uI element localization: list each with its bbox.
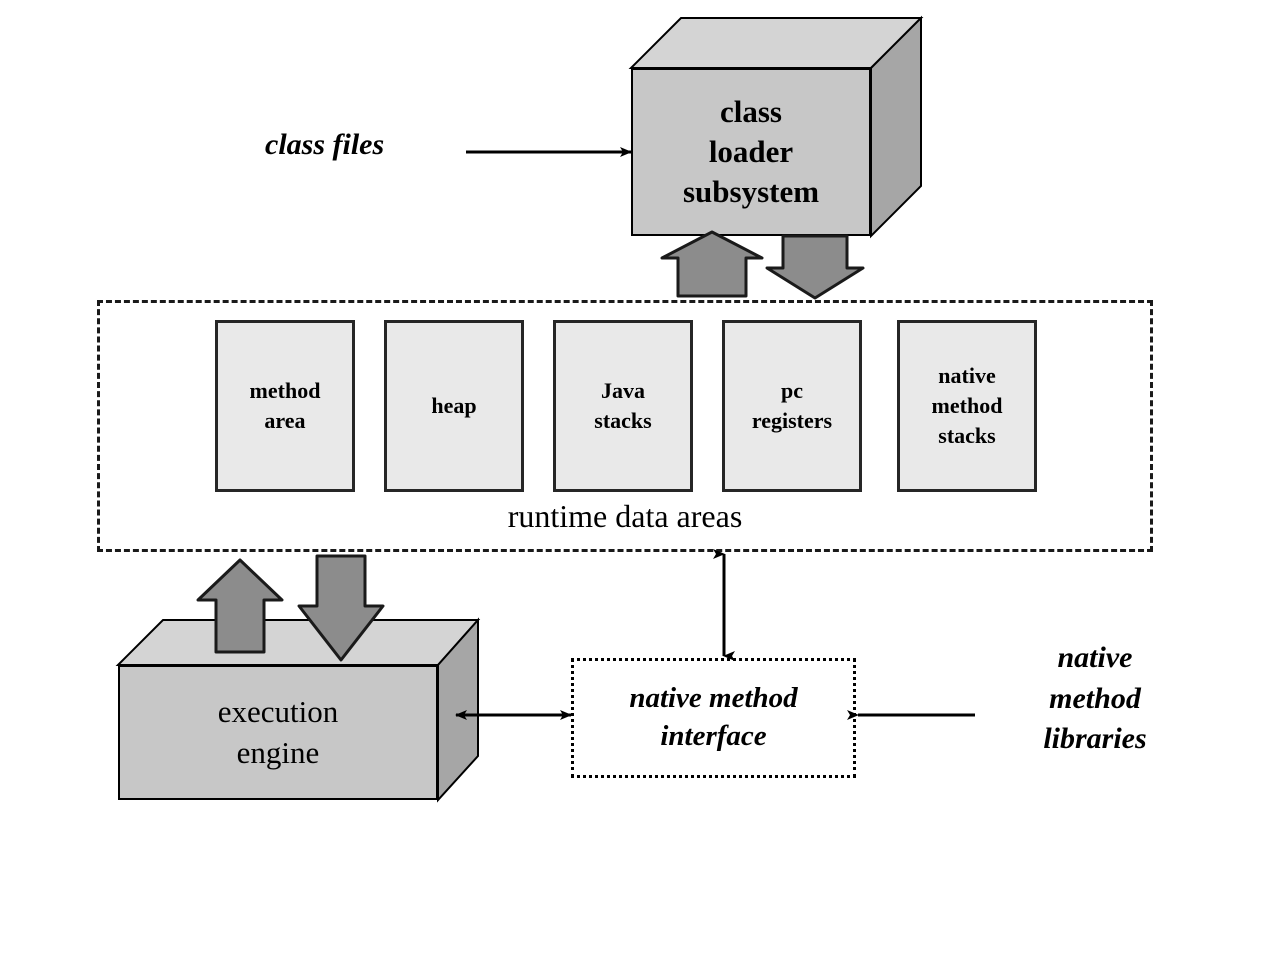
execution-engine-label-line1: execution	[217, 694, 339, 730]
execution-engine-top-face	[115, 619, 481, 666]
class-loader-label-line3: subsystem	[682, 173, 820, 209]
class-loader-subsystem-box[interactable]: class loader subsystem	[628, 15, 924, 239]
memory-box-native-method-stacks-label: native method stacks	[932, 361, 1003, 450]
native-method-libraries-label: native method libraries	[980, 638, 1210, 760]
native-method-libraries-line2: method	[1049, 681, 1141, 715]
execution-engine-label-line2: engine	[236, 734, 320, 770]
class-loader-3d-faces	[628, 15, 924, 239]
class-loader-side-face	[870, 15, 922, 239]
memory-box-native-method-stacks-line3: stacks	[938, 422, 996, 448]
memory-box-method-area-line1: method	[249, 378, 321, 404]
memory-box-java-stacks[interactable]: Java stacks	[553, 320, 693, 492]
class-loader-label-line1: class	[720, 94, 782, 130]
native-method-libraries-line3: libraries	[1043, 722, 1147, 755]
class-loader-front-face: class loader subsystem	[631, 68, 871, 236]
memory-box-pc-registers-label: pc registers	[752, 376, 832, 435]
execution-engine-box[interactable]: execution engine	[115, 617, 481, 803]
runtime-data-areas-container	[97, 300, 1153, 552]
memory-box-heap-line1: heap	[431, 393, 477, 419]
memory-box-native-method-stacks[interactable]: native method stacks	[897, 320, 1037, 492]
memory-box-pc-registers-line1: pc	[780, 378, 803, 404]
execution-engine-label: execution engine	[218, 692, 339, 773]
memory-box-method-area-line2: area	[264, 408, 306, 433]
memory-box-heap[interactable]: heap	[384, 320, 524, 492]
memory-box-java-stacks-line1: Java	[600, 378, 645, 404]
memory-box-native-method-stacks-line1: native	[938, 363, 996, 389]
runtime-data-areas-caption: runtime data areas	[507, 498, 743, 534]
block-arrow-down-out-of-class-loader	[765, 234, 865, 300]
class-files-label: class files	[265, 128, 385, 161]
native-method-interface-label: native method interface	[629, 680, 797, 755]
memory-box-pc-registers[interactable]: pc registers	[722, 320, 862, 492]
memory-box-native-method-stacks-line2: method	[931, 393, 1003, 419]
memory-box-heap-label: heap	[431, 391, 476, 421]
class-loader-label: class loader subsystem	[683, 92, 819, 211]
native-method-libraries-line1: native	[1057, 641, 1133, 674]
memory-box-java-stacks-label: Java stacks	[594, 376, 651, 435]
block-arrow-up-into-class-loader	[660, 230, 764, 298]
memory-box-method-area-label: method area	[250, 376, 321, 435]
memory-box-method-area[interactable]: method area	[215, 320, 355, 492]
execution-engine-front-face: execution engine	[118, 665, 438, 800]
native-method-interface-box[interactable]: native method interface	[571, 658, 856, 778]
native-method-interface-line1: native method	[629, 682, 798, 715]
memory-box-pc-registers-line2: registers	[751, 408, 833, 433]
class-loader-label-line2: loader	[708, 134, 794, 170]
memory-box-java-stacks-line2: stacks	[594, 408, 652, 433]
native-method-interface-line2: interface	[660, 720, 767, 752]
